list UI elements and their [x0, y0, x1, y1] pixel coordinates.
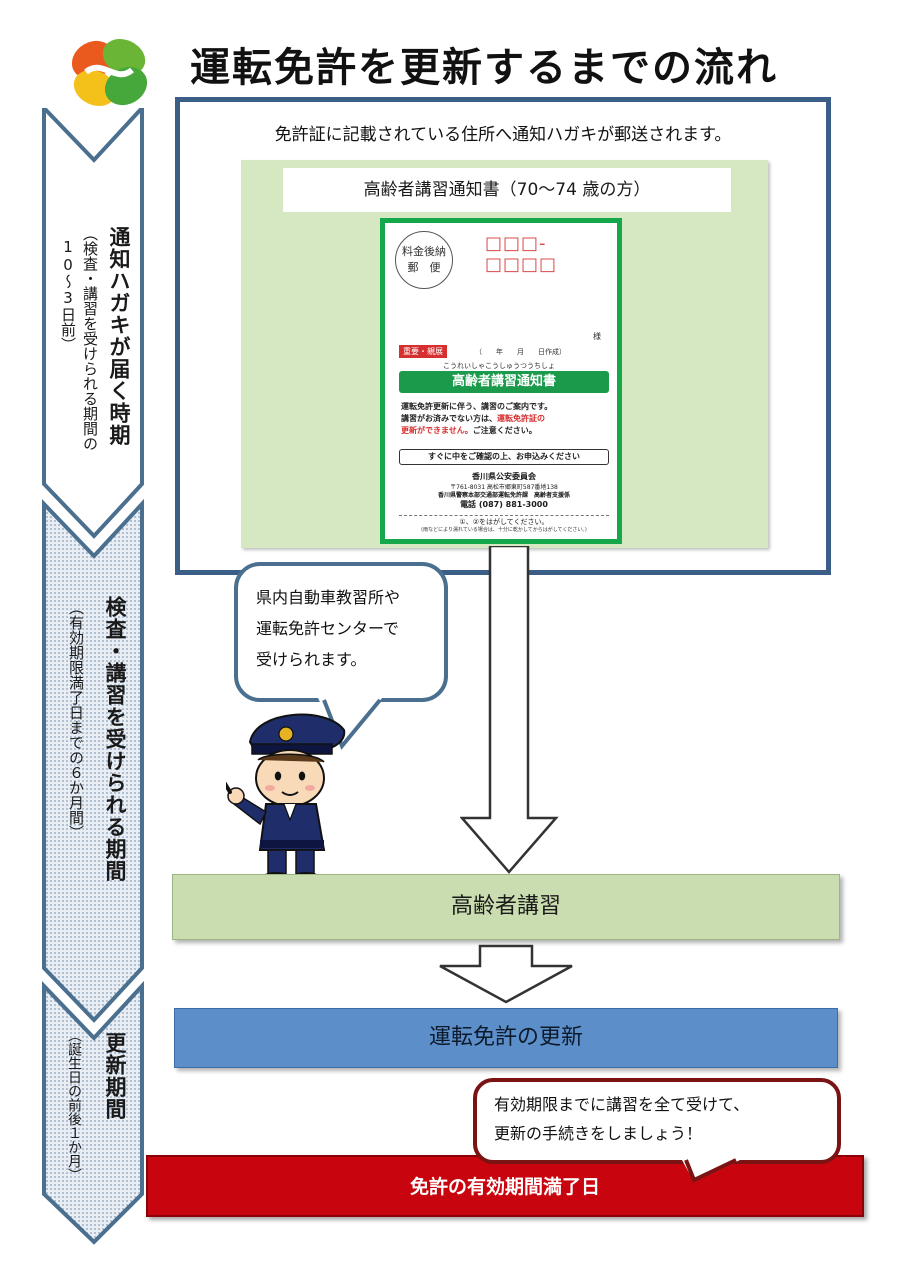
notice-heading: 高齢者講習通知書 [399, 371, 609, 393]
phase2-sub: （有効期限満了日までの６か月間） [67, 600, 85, 840]
postal-code-box: □□□-□□□□ [485, 233, 558, 275]
honorific: 様 [593, 332, 601, 341]
step-elderly-lecture: 高齢者講習 [172, 874, 840, 940]
issuer-address: 〒761-8031 高松市郷東町587番地138 [450, 484, 558, 491]
police-officer-illustration [226, 713, 346, 880]
reminder-speech-bubble [473, 1078, 841, 1164]
notice-header: 免許証に記載されている住所へ通知ハガキが郵送されます。 [274, 125, 732, 145]
step-license-renewal: 運転免許の更新 [174, 1008, 838, 1068]
phase2-label: 検査・講習を受けられる期間 [103, 596, 127, 882]
phase3-label: 更新期間 [103, 1032, 127, 1120]
arrow-down-large [460, 546, 559, 874]
timeline-phase2-shape [42, 498, 144, 1023]
issuer: 香川県公安委員会 [472, 472, 536, 481]
timeline-bar [42, 108, 144, 1245]
phase1-sub-line2: 10～3日前） [59, 238, 77, 352]
reminder-bubble-text: 有効期限までに講習を全て受けて、 更新の手続きをしましょう！ [494, 1095, 750, 1143]
reminder-bubble-tail [682, 1158, 740, 1183]
postcard-image: 料金後納 郵 便 □□□-□□□□ 様 重要・親展 （ 年 月 日作成） こうれ… [380, 218, 622, 544]
card-body: 運転免許更新に伴う、講習のご案内です。 講習がお済みでない方は、運転免許証の 更… [401, 402, 553, 435]
staff-speech-bubble [234, 562, 448, 702]
peel-sub: (雨などにより濡れている場合は、十分に乾かしてからはがしてください。) [421, 527, 587, 533]
postage-stamp: 料金後納 郵 便 [395, 231, 453, 289]
bubble-tail [318, 698, 382, 750]
card-caption: 高齢者講習通知書（70～74 歳の方） [283, 168, 731, 212]
phase1-sub-line1: （検査・講習を受けられる期間の [81, 226, 99, 451]
timeline-phase1-shape [42, 108, 144, 539]
timeline-phase3-shape [42, 980, 144, 1245]
phase1-label: 通知ハガキが届く時期 [107, 226, 131, 446]
staff-bubble-text: 県内自動車教習所や 運転免許センターで 受けられます。 [256, 588, 401, 669]
issuer-phone: 電話 (087) 881-3000 [460, 500, 548, 509]
peel-note: ①、②をはがしてください。 [399, 515, 609, 527]
phase3-sub: （誕生日の前後１か月） [66, 1028, 82, 1182]
heading-ruby: こうれいしゃこうしゅうつうちしょ [443, 362, 555, 370]
cta-box: すぐに中をご確認の上、お申込みください [399, 449, 609, 465]
clover-logo [71, 39, 148, 106]
date-line: （ 年 月 日作成） [475, 348, 566, 356]
expiry-date-label: 免許の有効期間満了日 [409, 1176, 600, 1198]
important-tag: 重要・親展 [399, 345, 447, 358]
issuer-dept: 香川県警察本部交通部運転免許課 高齢者支援係 [437, 492, 570, 499]
arrow-down-small [439, 944, 573, 1004]
page-title: 運転免許を更新するまでの流れ [190, 45, 778, 91]
